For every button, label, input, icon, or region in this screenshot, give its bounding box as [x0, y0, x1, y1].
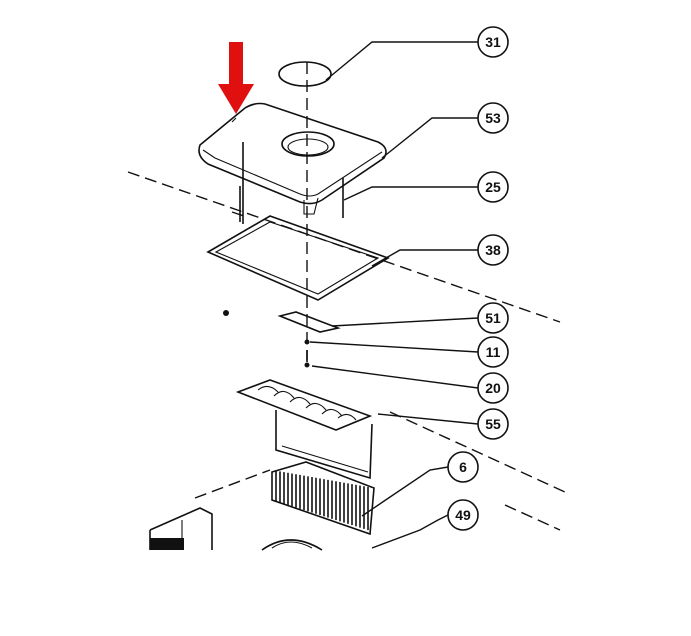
part-6-filter: [271, 461, 375, 536]
callout-20: 20: [477, 372, 509, 404]
callout-bubbles: 31 53 25 38 51 11 20 55: [447, 26, 509, 531]
callout-31: 31: [477, 26, 509, 58]
callout-6-label: 6: [459, 459, 467, 475]
part-38-gasket: [206, 215, 390, 301]
lower-bracket: [149, 507, 213, 550]
callout-51: 51: [477, 302, 509, 334]
part-49-fan: [261, 539, 323, 551]
part-51-clip: [277, 311, 341, 333]
callout-49-label: 49: [455, 507, 471, 523]
callout-49: 49: [447, 499, 479, 531]
callout-55: 55: [477, 408, 509, 440]
callout-55-label: 55: [485, 416, 501, 432]
callout-11: 11: [477, 336, 509, 368]
red-down-arrow-icon: [218, 42, 254, 114]
callout-25: 25: [477, 171, 509, 203]
callout-11-label: 11: [486, 344, 501, 360]
callout-25-label: 25: [485, 179, 501, 195]
assembly-axes: [127, 62, 566, 531]
callout-31-label: 31: [485, 34, 501, 50]
small-dot: [223, 310, 229, 316]
part-55-grille: [235, 379, 373, 480]
callout-53: 53: [477, 102, 509, 134]
callout-38: 38: [477, 234, 509, 266]
callout-20-label: 20: [485, 380, 501, 396]
part-31-cap: [278, 61, 332, 87]
part-11-20-screw: [304, 339, 310, 368]
callout-6: 6: [447, 451, 479, 483]
callout-38-label: 38: [485, 242, 501, 258]
leader-lines: [309, 41, 479, 549]
part-25-pins: [239, 142, 344, 224]
part-53-top-cover: [198, 102, 387, 215]
callout-51-label: 51: [485, 310, 501, 326]
callout-53-label: 53: [485, 110, 501, 126]
